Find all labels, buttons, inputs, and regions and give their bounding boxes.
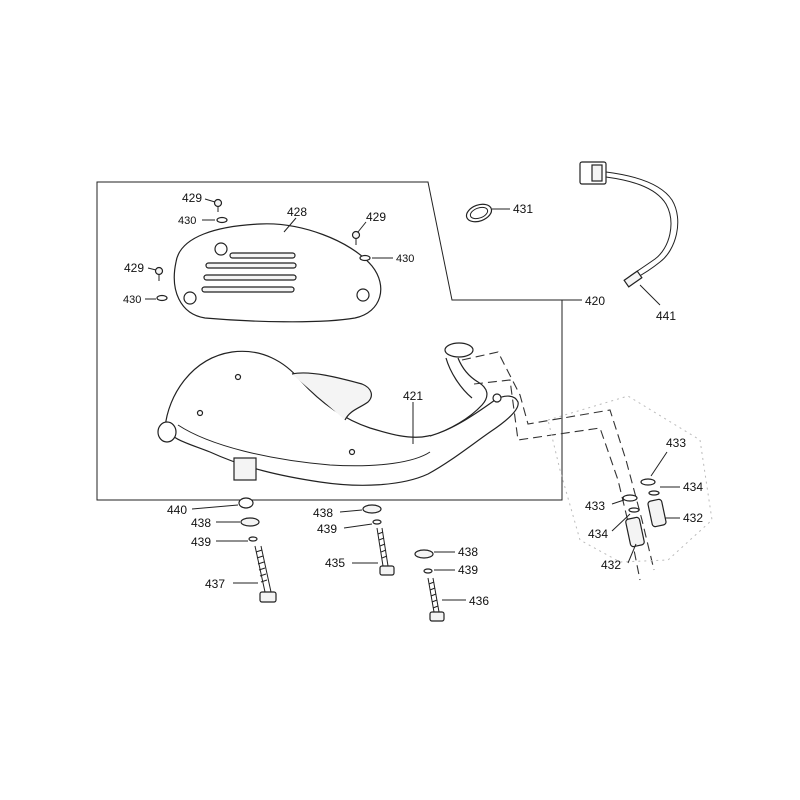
label-433-upper: 433: [666, 436, 686, 450]
leader-440: [191, 504, 239, 510]
label-433-lower: 433: [585, 499, 605, 513]
leader-429-top: [204, 198, 216, 203]
frame-reference-dashed: [461, 351, 655, 571]
mount-432-upper: [640, 478, 667, 528]
heat-shield-428: [173, 223, 382, 323]
leader-433-lower: [611, 499, 625, 505]
leader-429-left: [147, 267, 157, 271]
label-421: 421: [403, 389, 423, 403]
label-439-mid: 439: [317, 522, 337, 536]
label-429-top: 429: [182, 191, 202, 205]
label-435: 435: [325, 556, 345, 570]
leader-434-lower: [611, 513, 631, 532]
bolt-stack-436: [414, 549, 445, 622]
leader-428: [283, 217, 297, 233]
screw-429-left: [154, 266, 164, 281]
label-434-upper: 434: [683, 480, 703, 494]
label-440: 440: [167, 503, 187, 517]
label-430-left: 430: [123, 294, 141, 306]
leader-429-right: [357, 221, 367, 233]
label-438-right: 438: [458, 545, 478, 559]
label-441: 441: [656, 309, 676, 323]
label-429-right: 429: [366, 210, 386, 224]
washer-430-left: [156, 294, 168, 302]
label-437: 437: [205, 577, 225, 591]
leader-438-mid: [339, 509, 363, 513]
leader-441: [639, 284, 661, 306]
gasket-431: [465, 203, 493, 223]
leader-433-upper: [650, 451, 668, 477]
screw-429-top: [213, 198, 223, 212]
mount-432-lower: [622, 494, 645, 548]
frame-reference-dotted: [547, 395, 713, 563]
label-438-mid: 438: [313, 506, 333, 520]
label-432-upper: 432: [683, 511, 703, 525]
leader-432-lower: [627, 543, 637, 564]
bolt-stack-437: [238, 497, 277, 603]
washer-430-top: [216, 216, 228, 224]
bolt-stack-435: [362, 504, 395, 576]
label-434-lower: 434: [588, 527, 608, 541]
label-438-left: 438: [191, 516, 211, 530]
label-430-top: 430: [178, 215, 196, 227]
oxygen-sensor-441: [579, 161, 679, 288]
muffler-421: [157, 342, 519, 486]
washer-430-right: [359, 254, 371, 262]
leader-439-mid: [343, 523, 373, 529]
label-428: 428: [287, 205, 307, 219]
label-431: 431: [513, 202, 533, 216]
screw-429-right: [351, 230, 361, 245]
label-420: 420: [585, 294, 605, 308]
label-432-lower: 432: [601, 558, 621, 572]
label-430-right: 430: [396, 253, 414, 265]
label-439-left: 439: [191, 535, 211, 549]
label-439-right: 439: [458, 563, 478, 577]
label-436: 436: [469, 594, 489, 608]
label-429-left: 429: [124, 261, 144, 275]
